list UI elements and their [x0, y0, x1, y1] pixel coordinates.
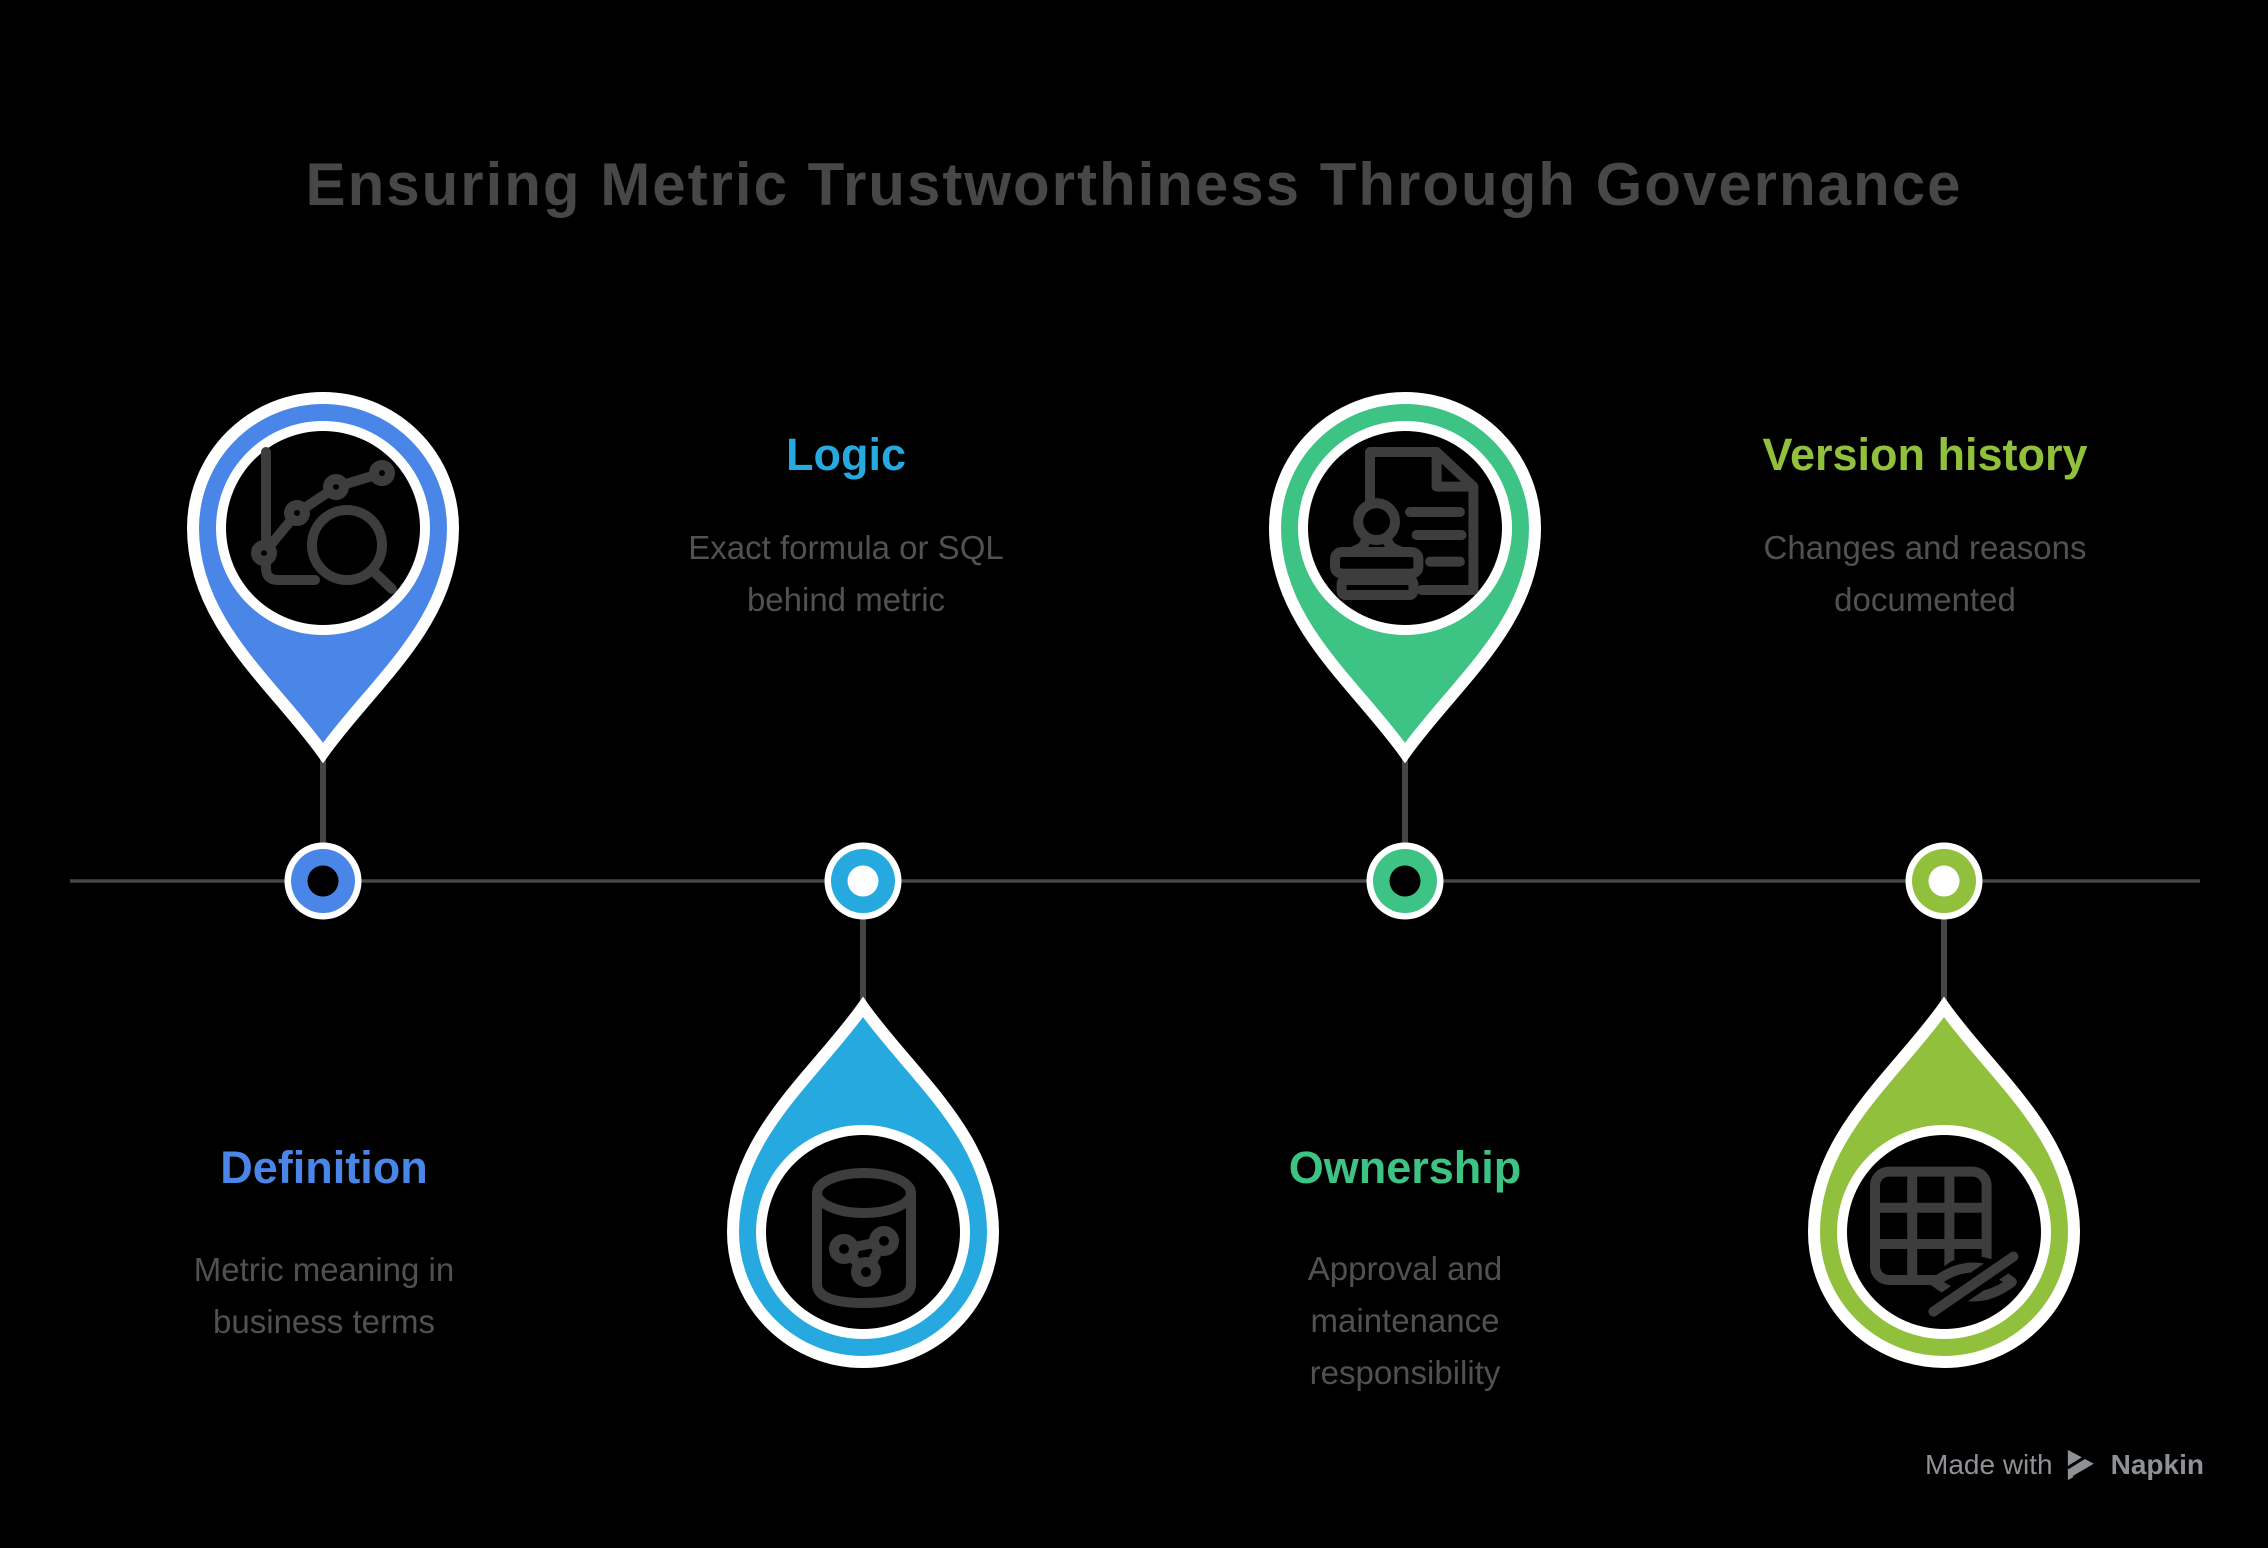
pin-ownership [1268, 392, 1542, 764]
stamp-document-strokes [1330, 447, 1479, 600]
milestone-description-ownership: Approval and maintenance responsibility [1307, 1250, 1503, 1391]
made-with-napkin-watermark: Made with Napkin [1925, 1448, 2204, 1482]
node-hole [1389, 865, 1421, 897]
pin-logic [726, 996, 1000, 1368]
chart-magnifier-strokes [251, 447, 397, 594]
timeline-node-version-history [1905, 842, 1983, 920]
timeline [70, 745, 2200, 1018]
pin-definition [186, 392, 460, 764]
milestone-label-definition: Definition [220, 1142, 428, 1193]
milestone-label-logic: Logic [786, 429, 906, 480]
napkin-logo-icon [2066, 1449, 2097, 1481]
milestone-label-version-history: Version history [1762, 429, 2088, 480]
table-hidden-strokes [1870, 1166, 2025, 1323]
milestone-description-definition: Metric meaning in business terms [193, 1251, 455, 1340]
milestone-label-ownership: Ownership [1288, 1142, 1522, 1193]
node-hole [847, 865, 879, 897]
chart-magnifier-icon [251, 447, 397, 594]
timeline-node-definition [284, 842, 362, 920]
milestone-description-logic: Exact formula or SQL behind metric [688, 529, 1004, 618]
table-hidden-icon [1870, 1166, 2025, 1323]
timeline-node-logic [824, 842, 902, 920]
stamp-document-icon [1330, 447, 1479, 600]
milestone-description-version-history: Changes and reasons documented [1763, 529, 2087, 618]
timeline-node-ownership [1366, 842, 1444, 920]
made-with-text: Made with [1925, 1449, 2053, 1480]
napkin-brand-text: Napkin [2110, 1449, 2204, 1480]
pin-version-history [1807, 996, 2081, 1368]
database-share-icon [812, 1168, 916, 1308]
page-title: Ensuring Metric Trustworthiness Through … [305, 151, 1963, 218]
node-hole [1928, 865, 1960, 897]
database-share-strokes [812, 1168, 916, 1308]
node-hole [307, 865, 339, 897]
